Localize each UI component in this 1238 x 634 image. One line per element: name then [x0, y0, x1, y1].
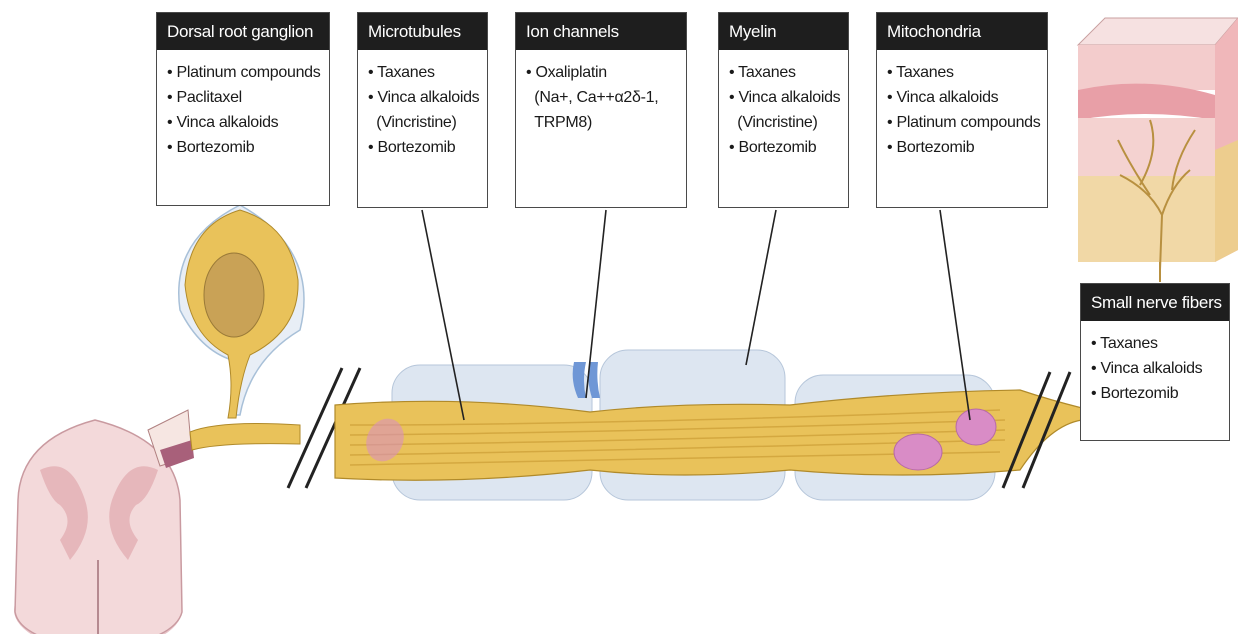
box-title: Ion channels [516, 13, 686, 50]
myelin-box: Myelin • Taxanes • Vinca alkaloids (Vinc… [718, 12, 849, 208]
box-list: • Taxanes • Vinca alkaloids • Platinum c… [877, 50, 1047, 166]
list-item: • Bortezomib [887, 135, 1039, 160]
mitochondria-box: Mitochondria • Taxanes • Vinca alkaloids… [876, 12, 1048, 208]
list-item: • Vinca alkaloids [887, 85, 1039, 110]
box-list: • Taxanes • Vinca alkaloids (Vincristine… [719, 50, 848, 166]
list-item: • Vinca alkaloids [729, 85, 840, 110]
list-item: • Paclitaxel [167, 85, 321, 110]
list-item: • Vinca alkaloids [368, 85, 479, 110]
list-item: • Vinca alkaloids [167, 110, 321, 135]
list-item: (Na+, Ca++α2δ-1, [526, 85, 678, 110]
small-nerve-fibers-box: Small nerve fibers • Taxanes • Vinca alk… [1080, 283, 1230, 441]
box-list: • Taxanes • Vinca alkaloids (Vincristine… [358, 50, 487, 166]
list-item: • Taxanes [887, 60, 1039, 85]
list-item: • Taxanes [1091, 331, 1221, 356]
box-title: Mitochondria [877, 13, 1047, 50]
list-item: • Platinum compounds [167, 60, 321, 85]
list-item: • Bortezomib [729, 135, 840, 160]
dorsal-root-ganglion-box: Dorsal root ganglion • Platinum compound… [156, 12, 330, 206]
spinal-cord-illustration [14, 410, 194, 634]
box-title: Dorsal root ganglion [157, 13, 329, 50]
list-item: • Oxaliplatin [526, 60, 678, 85]
list-item: • Taxanes [368, 60, 479, 85]
box-list: • Oxaliplatin (Na+, Ca++α2δ-1, TRPM8) [516, 50, 686, 141]
box-title: Small nerve fibers [1081, 284, 1229, 321]
list-item: • Platinum compounds [887, 110, 1039, 135]
list-item: • Vinca alkaloids [1091, 356, 1221, 381]
list-item: • Bortezomib [167, 135, 321, 160]
box-list: • Taxanes • Vinca alkaloids • Bortezomib [1081, 321, 1229, 412]
list-item: • Bortezomib [368, 135, 479, 160]
list-item: (Vincristine) [729, 110, 840, 135]
ganglion-cell-illustration [179, 205, 304, 418]
box-list: • Platinum compounds • Paclitaxel • Vinc… [157, 50, 329, 166]
box-title: Myelin [719, 13, 848, 50]
skin-block-illustration [1078, 18, 1238, 282]
microtubules-box: Microtubules • Taxanes • Vinca alkaloids… [357, 12, 488, 208]
list-item: • Bortezomib [1091, 381, 1221, 406]
list-item: • Taxanes [729, 60, 840, 85]
list-item: TRPM8) [526, 110, 678, 135]
box-title: Microtubules [358, 13, 487, 50]
ion-channels-box: Ion channels • Oxaliplatin (Na+, Ca++α2δ… [515, 12, 687, 208]
list-item: (Vincristine) [368, 110, 479, 135]
